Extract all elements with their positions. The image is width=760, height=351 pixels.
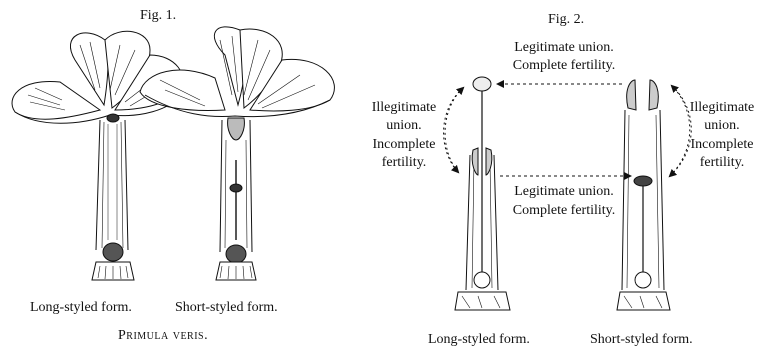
fig2-right-illegitimate: Illegitimate — [684, 100, 760, 116]
fig2-left-illegitimate: Illegitimate — [364, 100, 444, 116]
fig2-mid-fertility: Complete fertility. — [498, 203, 630, 219]
fig1-caption: Primula veris. — [118, 328, 208, 344]
fig2-left-incomplete: Incomplete — [364, 137, 444, 153]
fig2-right-incomplete: Incomplete — [684, 137, 760, 153]
fig1-title: Fig. 1. — [140, 8, 176, 24]
fig1-long-label: Long-styled form. — [30, 300, 132, 316]
fig2-top-union: Legitimate union. — [498, 40, 630, 56]
fig2-top-fertility: Complete fertility. — [498, 58, 630, 74]
fig2-right-fertility: fertility. — [684, 155, 760, 171]
fig1-short-label: Short-styled form. — [175, 300, 278, 316]
fig2-short-label: Short-styled form. — [590, 332, 693, 348]
fig2-left-fertility: fertility. — [364, 155, 444, 171]
fig2-right-union: union. — [684, 118, 760, 134]
fig1-long-styled-flower — [12, 31, 183, 280]
fig2-left-union: union. — [364, 118, 444, 134]
fig2-long-label: Long-styled form. — [428, 332, 530, 348]
fig2-mid-union: Legitimate union. — [498, 184, 630, 200]
fig2-title: Fig. 2. — [548, 12, 584, 28]
